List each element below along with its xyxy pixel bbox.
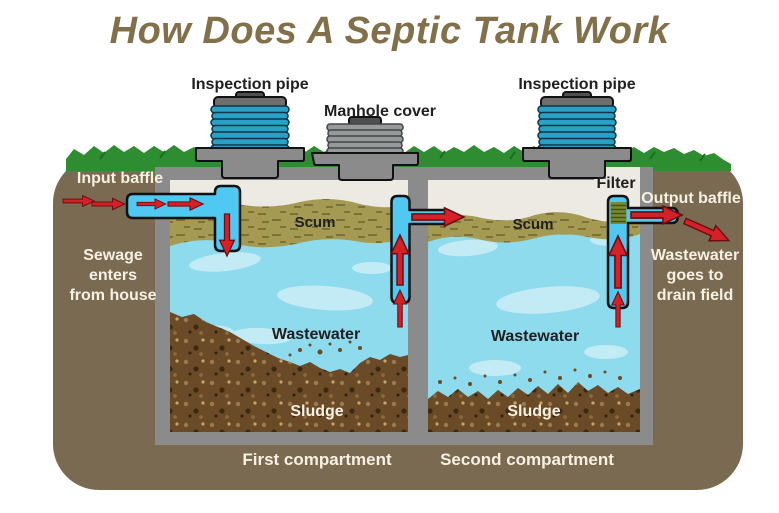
sludge-layer-first: [170, 312, 408, 432]
label-scum-second: Scum: [512, 216, 554, 233]
label-filter: Filter: [596, 175, 636, 192]
label-input-baffle: Input baffle: [76, 170, 164, 187]
label-manhole-cover: Manhole cover: [323, 103, 437, 120]
label-scum-first: Scum: [294, 214, 336, 231]
scum-layer-second: [428, 212, 640, 243]
outlet-pipe: [606, 194, 680, 310]
inspection-pipe-graphic-left: [195, 91, 305, 179]
label-inspection-pipe-right: Inspection pipe: [518, 76, 636, 93]
label-sludge-first: Sludge: [290, 403, 344, 420]
note-sewage-enters: Sewage enters from house: [69, 247, 157, 304]
label-wastewater-first: Wastewater: [271, 326, 361, 343]
manhole-cover-graphic: [311, 116, 419, 181]
note-drain-field: Wastewater goes to drain field: [650, 247, 740, 304]
transfer-pipe: [390, 194, 454, 305]
label-first-compartment: First compartment: [242, 450, 392, 469]
sludge-layer-second: [428, 368, 640, 432]
label-wastewater-second: Wastewater: [490, 328, 580, 345]
label-sludge-second: Sludge: [507, 403, 561, 420]
label-second-compartment: Second compartment: [440, 450, 614, 469]
page-title: How Does A Septic Tank Work: [109, 10, 670, 52]
label-output-baffle: Output baffle: [641, 190, 741, 207]
label-inspection-pipe-left: Inspection pipe: [191, 76, 309, 93]
